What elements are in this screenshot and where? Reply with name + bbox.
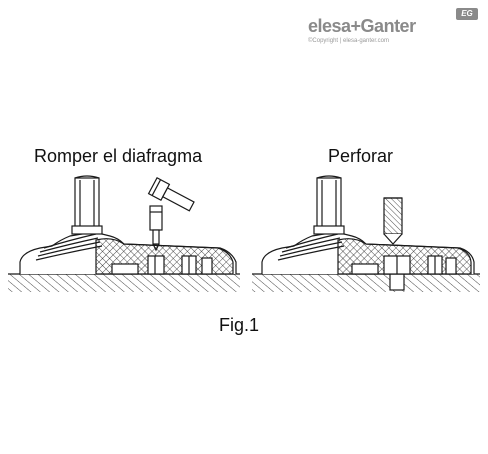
threaded-stem — [316, 177, 342, 229]
stem-top — [316, 175, 342, 179]
base-ridge — [39, 237, 99, 253]
pad-cavity — [111, 263, 139, 275]
elesa-ganter-logo: elesa+Ganter EG ©Copyright | elesa-gante… — [308, 8, 478, 44]
base-ridge — [281, 237, 341, 253]
base-ridge — [43, 233, 97, 249]
base-ridge — [285, 233, 339, 249]
pad-cavity — [201, 257, 213, 275]
ground-hatch — [8, 274, 240, 292]
base-ridge — [37, 241, 101, 257]
threaded-stem — [74, 177, 100, 229]
ground-hatch — [252, 274, 480, 292]
punch-tip — [152, 229, 160, 245]
logo-eg-badge: EG — [456, 8, 478, 20]
pad-cavity — [445, 257, 457, 275]
base-ridge — [279, 241, 343, 257]
punch-point — [152, 243, 160, 252]
stem-nut — [313, 225, 345, 235]
figure-label: Fig.1 — [219, 315, 260, 335]
drill-bit-icon — [383, 197, 403, 245]
pad-cavity — [351, 263, 379, 275]
figure-break-diaphragm — [8, 175, 240, 292]
pad-cavity — [147, 255, 165, 275]
caption-drill: Perforar — [328, 146, 394, 166]
punch-pin — [149, 205, 163, 231]
stem-nut — [71, 225, 103, 235]
stem-top — [74, 175, 100, 179]
figure-drill — [252, 175, 480, 292]
drilled-hole — [389, 273, 405, 291]
hammer-icon — [147, 176, 195, 212]
logo-brand-text: elesa+Ganter — [308, 16, 416, 36]
logo-copyright: ©Copyright | elesa-ganter.com — [308, 38, 390, 44]
caption-break-diaphragm: Romper el diafragma — [34, 146, 203, 166]
